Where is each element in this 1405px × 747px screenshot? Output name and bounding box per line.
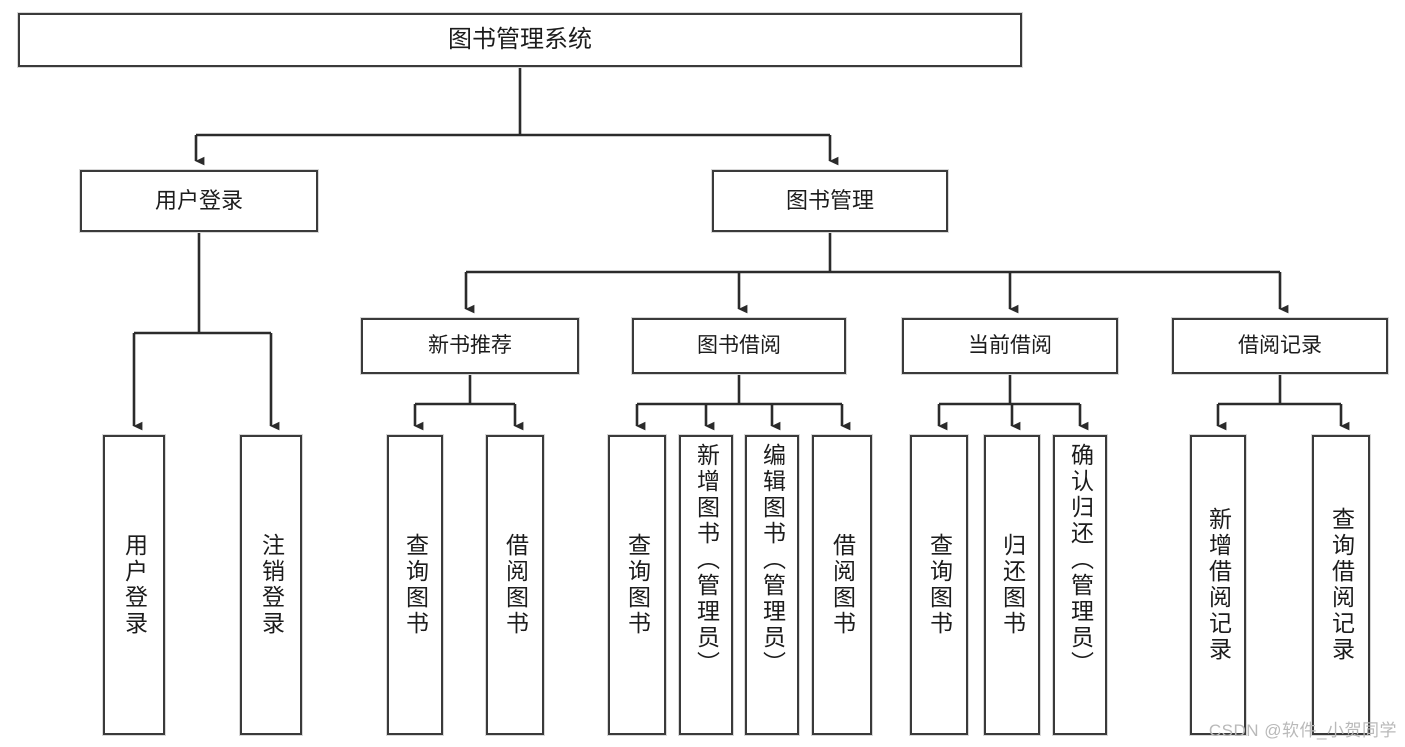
leaf-query-book-recommend[interactable]: 查询图书 [387,435,443,735]
node-current-borrow[interactable]: 当前借阅 [902,318,1118,374]
node-book-manage[interactable]: 图书管理 [712,170,948,232]
node-root-system[interactable]: 图书管理系统 [18,13,1022,67]
node-label: 编辑图书（管理员） [759,443,786,677]
node-borrow-record[interactable]: 借阅记录 [1172,318,1388,374]
node-book-borrow[interactable]: 图书借阅 [632,318,846,374]
node-label: 图书管理系统 [448,26,592,53]
leaf-confirm-return-admin[interactable]: 确认归还（管理员） [1053,435,1107,735]
node-label: 查询图书 [926,533,953,637]
node-label: 用户登录 [121,533,148,637]
node-label: 新增图书（管理员） [693,443,720,677]
node-label: 当前借阅 [968,333,1052,357]
leaf-query-borrow-record[interactable]: 查询借阅记录 [1312,435,1370,735]
node-user-login[interactable]: 用户登录 [80,170,318,232]
leaf-borrow-book-recommend[interactable]: 借阅图书 [486,435,544,735]
node-label: 图书管理 [785,188,874,214]
leaf-logout[interactable]: 注销登录 [240,435,302,735]
csdn-watermark: CSDN @软件_小贺同学 [1208,721,1397,740]
leaf-return-book[interactable]: 归还图书 [984,435,1040,735]
node-label: 新增借阅记录 [1205,507,1232,663]
node-label: 借阅图书 [829,533,856,637]
node-new-book-recommend[interactable]: 新书推荐 [361,318,579,374]
leaf-edit-book-admin[interactable]: 编辑图书（管理员） [745,435,799,735]
node-label: 归还图书 [999,533,1026,637]
leaf-query-book-borrow[interactable]: 查询图书 [608,435,666,735]
node-label: 注销登录 [258,533,285,637]
node-label: 查询图书 [402,533,429,637]
node-label: 借阅记录 [1238,333,1322,357]
node-label: 确认归还（管理员） [1067,443,1094,677]
node-label: 用户登录 [154,188,243,214]
leaf-user-login[interactable]: 用户登录 [103,435,165,735]
node-label: 查询图书 [624,533,651,637]
leaf-query-book-current[interactable]: 查询图书 [910,435,968,735]
leaf-add-book-admin[interactable]: 新增图书（管理员） [679,435,733,735]
node-label: 新书推荐 [428,333,512,357]
leaf-borrow-book[interactable]: 借阅图书 [812,435,872,735]
node-label: 借阅图书 [502,533,529,637]
node-label: 图书借阅 [697,333,781,357]
node-label: 查询借阅记录 [1328,507,1355,663]
leaf-add-borrow-record[interactable]: 新增借阅记录 [1190,435,1246,735]
